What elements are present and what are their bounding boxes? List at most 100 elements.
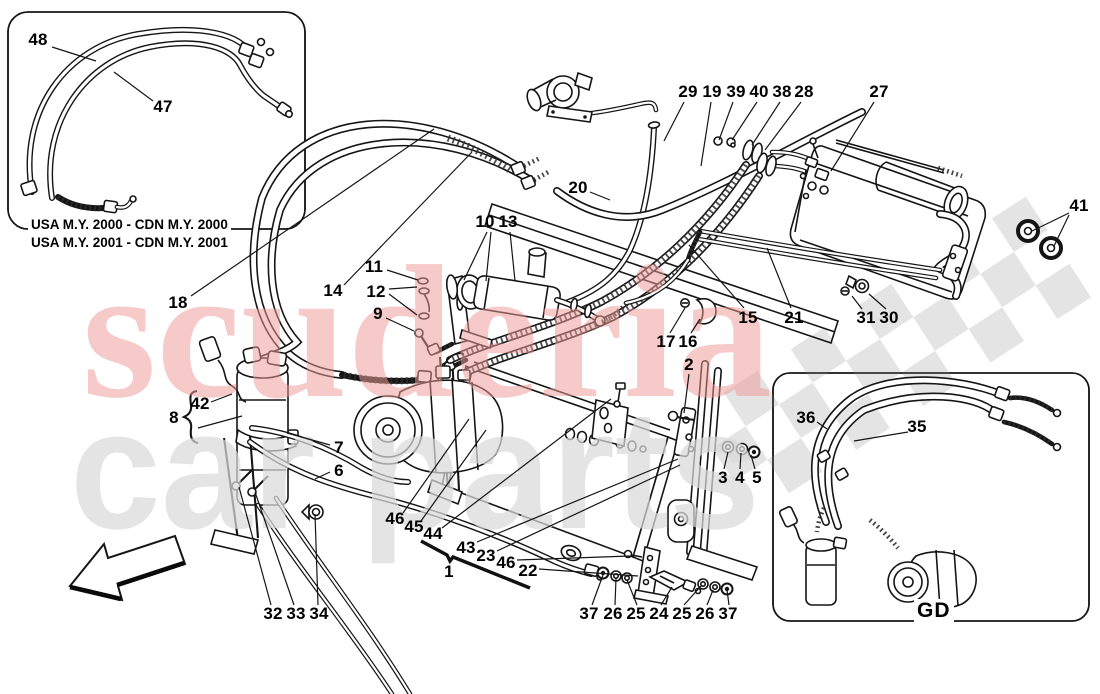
- leader-line-47: [113, 71, 154, 102]
- leader-line-35: [853, 431, 909, 442]
- part-number-11-4: 11: [364, 257, 384, 276]
- leader-line-31: [851, 295, 863, 310]
- leader-line-42: [210, 393, 233, 403]
- part-number-29-10: 29: [678, 82, 698, 101]
- leader-line-24: [660, 586, 673, 606]
- leader-line-29: [663, 101, 685, 142]
- part-number-27-16: 27: [869, 82, 889, 101]
- leader-line-20: [589, 191, 611, 201]
- part-number-37-45: 37: [579, 604, 599, 623]
- leader-line-44: [441, 398, 612, 529]
- inset-hoses-47-48: [20, 26, 293, 214]
- part-number-14-3: 14: [323, 281, 343, 300]
- leader-line-23: [496, 464, 681, 552]
- leader-line-6: [314, 471, 331, 480]
- part-number-21-19: 21: [784, 308, 804, 327]
- leader-line-28: [764, 101, 802, 151]
- watermark-sub: car parts: [70, 375, 760, 565]
- leader-line-10: [485, 231, 492, 282]
- leader-line-17: [669, 307, 686, 334]
- evaporator-unit: [789, 137, 987, 300]
- leader-line-36: [816, 421, 828, 430]
- leader-line-30: [868, 293, 887, 310]
- leader-line-7: [286, 432, 331, 446]
- clamp-30-31: [840, 274, 870, 296]
- watermark: scuderia car parts: [70, 228, 772, 565]
- leader-line-2: [683, 373, 690, 414]
- hoses-18-14: [249, 119, 552, 385]
- brace-8: [181, 389, 199, 445]
- fasteners-11-12-9: [414, 277, 431, 348]
- leader-line-9: [385, 317, 415, 332]
- hoses-6-7: [247, 425, 604, 694]
- part-number-43-37: 43: [456, 538, 476, 557]
- leader-line-16: [690, 318, 701, 334]
- part-number-30-21: 30: [879, 308, 899, 327]
- part-number-33-43: 33: [286, 604, 306, 623]
- right-frame-rail: [667, 360, 759, 581]
- receiver-dryer: [198, 335, 324, 555]
- leader-line-46: [402, 418, 470, 514]
- leader-line-39: [718, 101, 734, 141]
- leader-line-46: [516, 555, 631, 561]
- leader-line-19: [700, 101, 712, 167]
- leader-line-37: [726, 589, 730, 606]
- pressure-switch-row: [596, 566, 734, 596]
- leader-line-14: [343, 151, 473, 286]
- side-bracket-2: [667, 406, 761, 459]
- part-number-4-30: 4: [735, 468, 745, 487]
- line-couplings: [713, 136, 817, 178]
- leader-line-10: [463, 231, 488, 281]
- part-number-20-9: 20: [568, 178, 588, 197]
- hoses-19-15: [446, 161, 763, 377]
- part-number-26-50: 26: [695, 604, 715, 623]
- grommets-41: [1016, 219, 1063, 260]
- part-number-22-40: 22: [518, 561, 538, 580]
- leader-line-32: [238, 486, 272, 606]
- part-number-40-13: 40: [749, 82, 769, 101]
- market-year-line-1: USA M.Y. 2000 - CDN M.Y. 2000: [28, 217, 231, 232]
- part-number-32-42: 32: [263, 604, 283, 623]
- part-number-6-28: 6: [334, 461, 344, 480]
- body-crossmember: [483, 202, 840, 345]
- leader-line-38: [751, 101, 781, 146]
- part-number-26-46: 26: [603, 604, 623, 623]
- part-number-44-36: 44: [423, 524, 443, 543]
- leader-line-5: [750, 454, 756, 470]
- part-number-31-20: 31: [856, 308, 876, 327]
- gd-inset-art: [778, 376, 1062, 609]
- leader-line-26: [614, 577, 617, 606]
- pump-valve-assembly: [445, 247, 628, 350]
- leader-line-4: [739, 452, 742, 470]
- leader-line-41: [1053, 214, 1070, 247]
- part-number-3-29: 3: [718, 468, 728, 487]
- leader-line-27: [830, 101, 875, 172]
- leader-line-45: [420, 429, 487, 522]
- part-number-13-8: 13: [498, 212, 518, 231]
- leader-line-22: [538, 568, 639, 577]
- part-number-46-39: 46: [496, 553, 516, 572]
- leader-line-11: [386, 269, 419, 281]
- part-number-18-2: 18: [168, 293, 188, 312]
- hose-20: [553, 108, 866, 221]
- thermostat-outlet: [526, 71, 661, 305]
- part-number-41-17: 41: [1069, 196, 1089, 215]
- part-number-12-5: 12: [366, 282, 386, 301]
- leader-line-13: [509, 231, 516, 282]
- hose-clip-16-17: [679, 297, 717, 325]
- part-number-7-27: 7: [334, 438, 344, 457]
- leader-line-43: [476, 458, 679, 543]
- part-number-36-32: 36: [796, 408, 816, 427]
- part-number-45-35: 45: [404, 517, 424, 536]
- direction-arrow-icon: [68, 534, 187, 602]
- leader-line-40: [731, 101, 758, 141]
- part-number-16-23: 16: [678, 332, 698, 351]
- part-number-1-41: 1: [444, 562, 454, 581]
- leader-line-3: [723, 451, 729, 470]
- leader-line-34: [314, 513, 319, 606]
- watermark-brand: scuderia: [82, 228, 772, 438]
- part-number-25-47: 25: [626, 604, 646, 623]
- part-number-39-12: 39: [726, 82, 746, 101]
- part-number-25-49: 25: [672, 604, 692, 623]
